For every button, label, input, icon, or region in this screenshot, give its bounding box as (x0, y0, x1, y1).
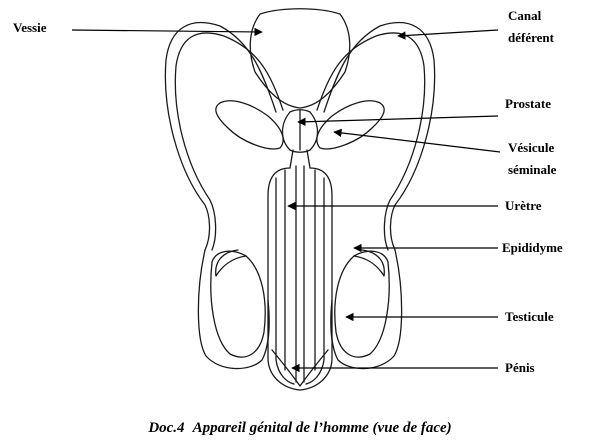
label-canal-line2: déférent (508, 30, 555, 45)
pointer-arrows (71, 27, 501, 373)
anatomy-figure: Vessie Canal déférent Prostate Vésicule … (13, 8, 563, 391)
label-testicule: Testicule (505, 309, 554, 324)
label-canal-line1: Canal (508, 8, 542, 23)
label-penis: Pénis (505, 360, 535, 375)
testicle-left (210, 250, 266, 358)
arrow-canal-deferent (397, 29, 499, 40)
label-uretre: Urètre (505, 198, 542, 213)
testicle-right (334, 250, 390, 358)
vas-deferens-right-inner (316, 32, 426, 251)
penis-corpus-right (305, 169, 325, 385)
arrow-vesicule-seminale (333, 128, 501, 153)
anatomy-drawing (164, 8, 436, 391)
vas-deferens-left (164, 21, 277, 251)
penis-corpus-left (275, 169, 295, 385)
vas-deferens-right (323, 21, 436, 251)
bladder-shape (249, 8, 351, 109)
label-prostate: Prostate (505, 96, 551, 111)
arrow-vessie (71, 27, 263, 37)
arrow-prostate (297, 115, 499, 126)
scrotum-right (330, 249, 403, 370)
figure-caption: Doc.4 Appareil génital de l’homme (vue d… (0, 412, 600, 444)
glans (271, 349, 329, 387)
epididymis-left (215, 249, 247, 277)
label-vesicule-line2: séminale (508, 162, 557, 177)
caption-doc-number: Doc.4 (148, 419, 185, 436)
label-vesicule-line1: Vésicule (508, 140, 554, 155)
caption-title: Appareil génital de l’homme (vue de face… (192, 419, 452, 436)
epididymis-right (353, 249, 385, 277)
prostate-shape (281, 109, 319, 153)
vas-deferens-left-inner (174, 32, 284, 251)
scrotum-left (197, 249, 270, 370)
seminal-vesicle-left (215, 100, 284, 150)
penis-body (267, 167, 333, 391)
labels: Vessie Canal déférent Prostate Vésicule … (13, 8, 563, 375)
seminal-vesicle-right (316, 100, 385, 150)
label-vessie: Vessie (13, 20, 47, 35)
urethra-channel (295, 165, 305, 383)
urethra-neck (289, 149, 311, 169)
label-epididyme: Epididyme (502, 240, 563, 255)
